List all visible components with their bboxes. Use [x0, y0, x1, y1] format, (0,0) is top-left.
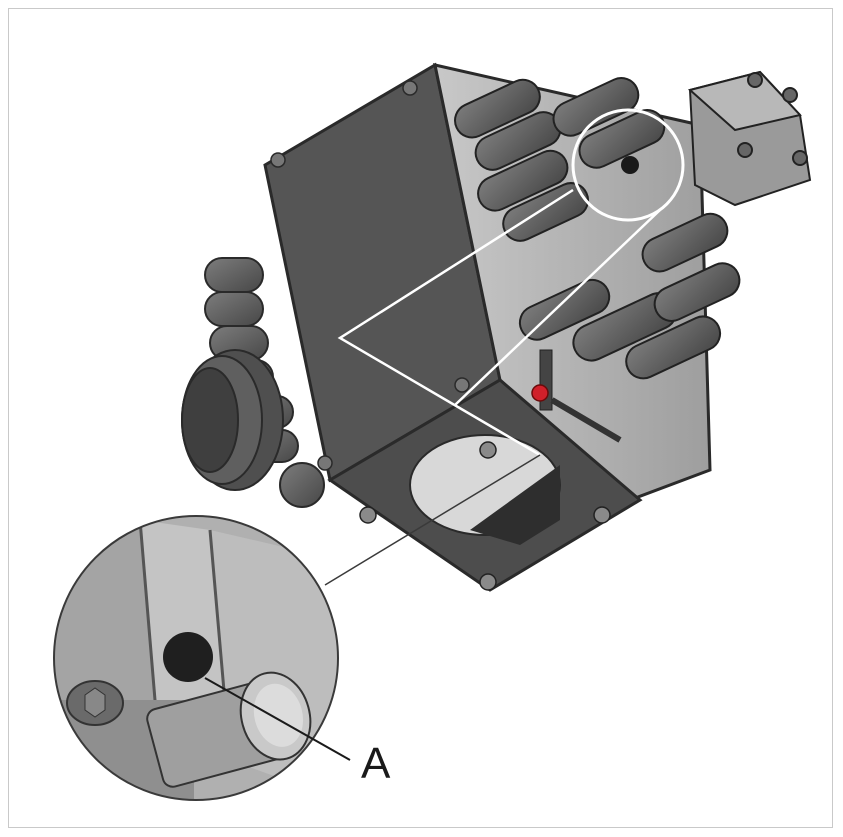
callout-leader-lines: [337, 188, 661, 457]
right-tube-bank: [454, 77, 741, 380]
pump-head: [687, 70, 812, 207]
detail-circle-top: [571, 108, 685, 222]
coupling: [181, 349, 284, 491]
red-knob: [531, 349, 622, 443]
callout-label-a: A: [361, 739, 391, 788]
detail-magnifier-circle: [53, 515, 351, 801]
